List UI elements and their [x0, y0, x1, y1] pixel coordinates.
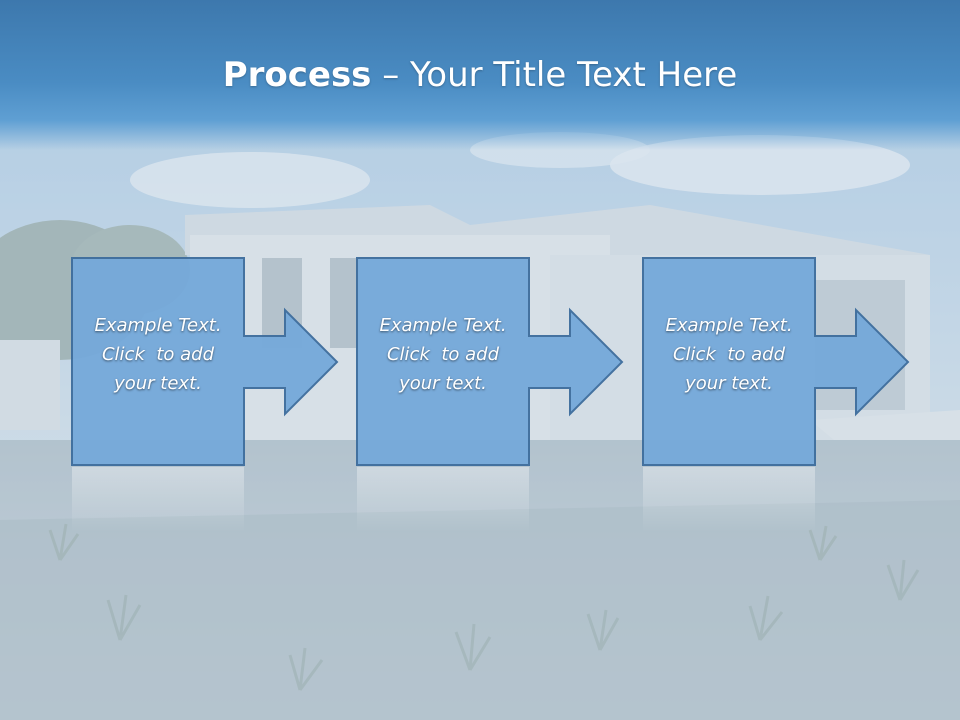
title-bold: Process — [222, 55, 372, 95]
step-1-line-1: Example Text. — [94, 315, 222, 336]
step-2-line-2: Click to add — [386, 344, 499, 365]
fence — [0, 340, 60, 430]
header-band — [0, 0, 960, 150]
step-3-line-1: Example Text. — [665, 315, 793, 336]
step-2-line-3: your text. — [399, 373, 487, 394]
plants — [48, 523, 920, 691]
garden-bed — [0, 500, 960, 720]
step-3-line-3: your text. — [685, 373, 773, 394]
step-1-text[interactable]: Example Text. Click to add your text. — [71, 311, 245, 398]
step-3-line-2: Click to add — [672, 344, 785, 365]
step-2-line-1: Example Text. — [379, 315, 507, 336]
step-1-line-2: Click to add — [101, 344, 214, 365]
slide-title[interactable]: Process – Your Title Text Here — [0, 50, 960, 100]
step-3-text[interactable]: Example Text. Click to add your text. — [642, 311, 816, 398]
cloud — [610, 135, 910, 195]
cloud — [130, 152, 370, 208]
step-2-text[interactable]: Example Text. Click to add your text. — [356, 311, 530, 398]
title-rest: – Your Title Text Here — [371, 55, 738, 95]
step-1-line-3: your text. — [114, 373, 202, 394]
